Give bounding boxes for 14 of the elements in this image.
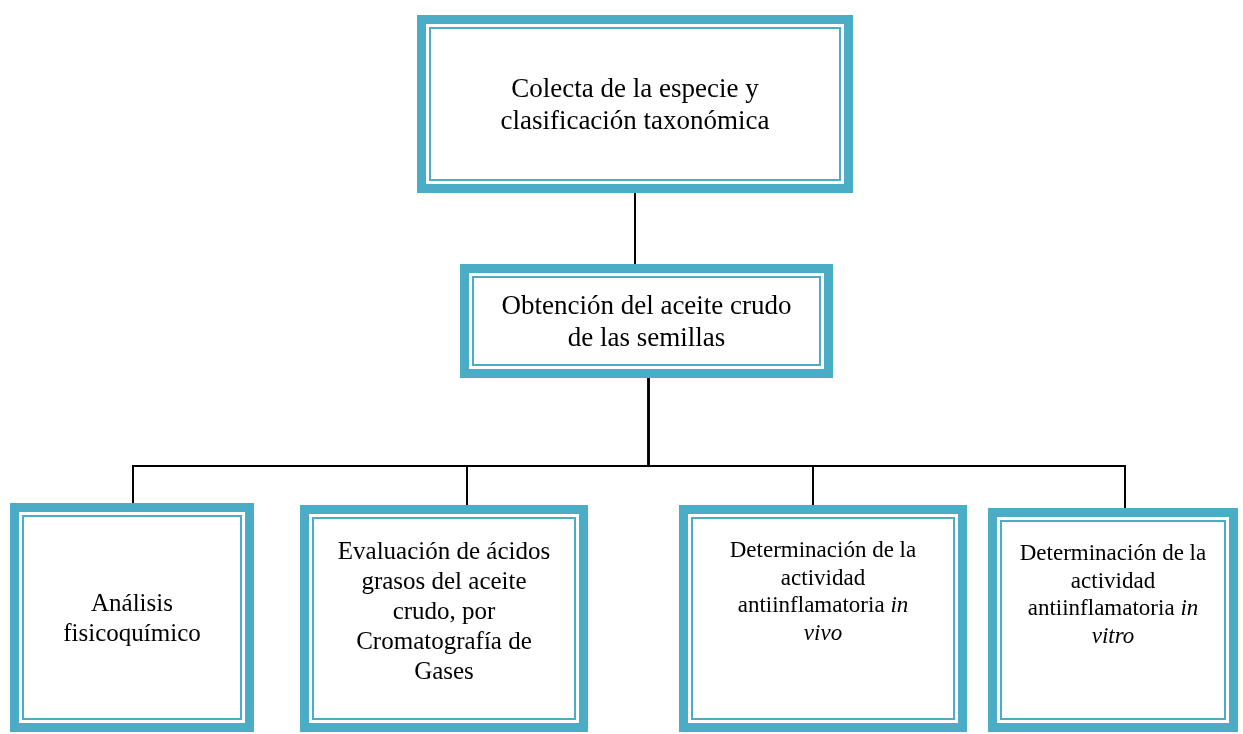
connector-line	[634, 192, 636, 265]
box-text: Análisis fisicoquímico	[62, 587, 202, 648]
process-box	[460, 264, 833, 378]
box-text: Determinación de la actividad antiinflamatoria in vitro	[1018, 539, 1208, 650]
box-text: Evaluación de ácidos grasos del aceite crudo, por Cromatografía de Gases	[336, 536, 552, 686]
process-box	[988, 508, 1238, 732]
box-text: Obtención del aceite crudo de las semillas	[500, 288, 793, 354]
connector-line	[647, 377, 1126, 509]
process-box	[417, 15, 853, 193]
process-box	[300, 505, 588, 732]
box-text: Colecta de la especie y clasificación taxonómica	[499, 71, 771, 137]
process-box	[679, 505, 967, 732]
process-box	[10, 503, 254, 732]
box-text: Determinación de la actividad antiinflamatoria in vivo	[728, 536, 918, 647]
